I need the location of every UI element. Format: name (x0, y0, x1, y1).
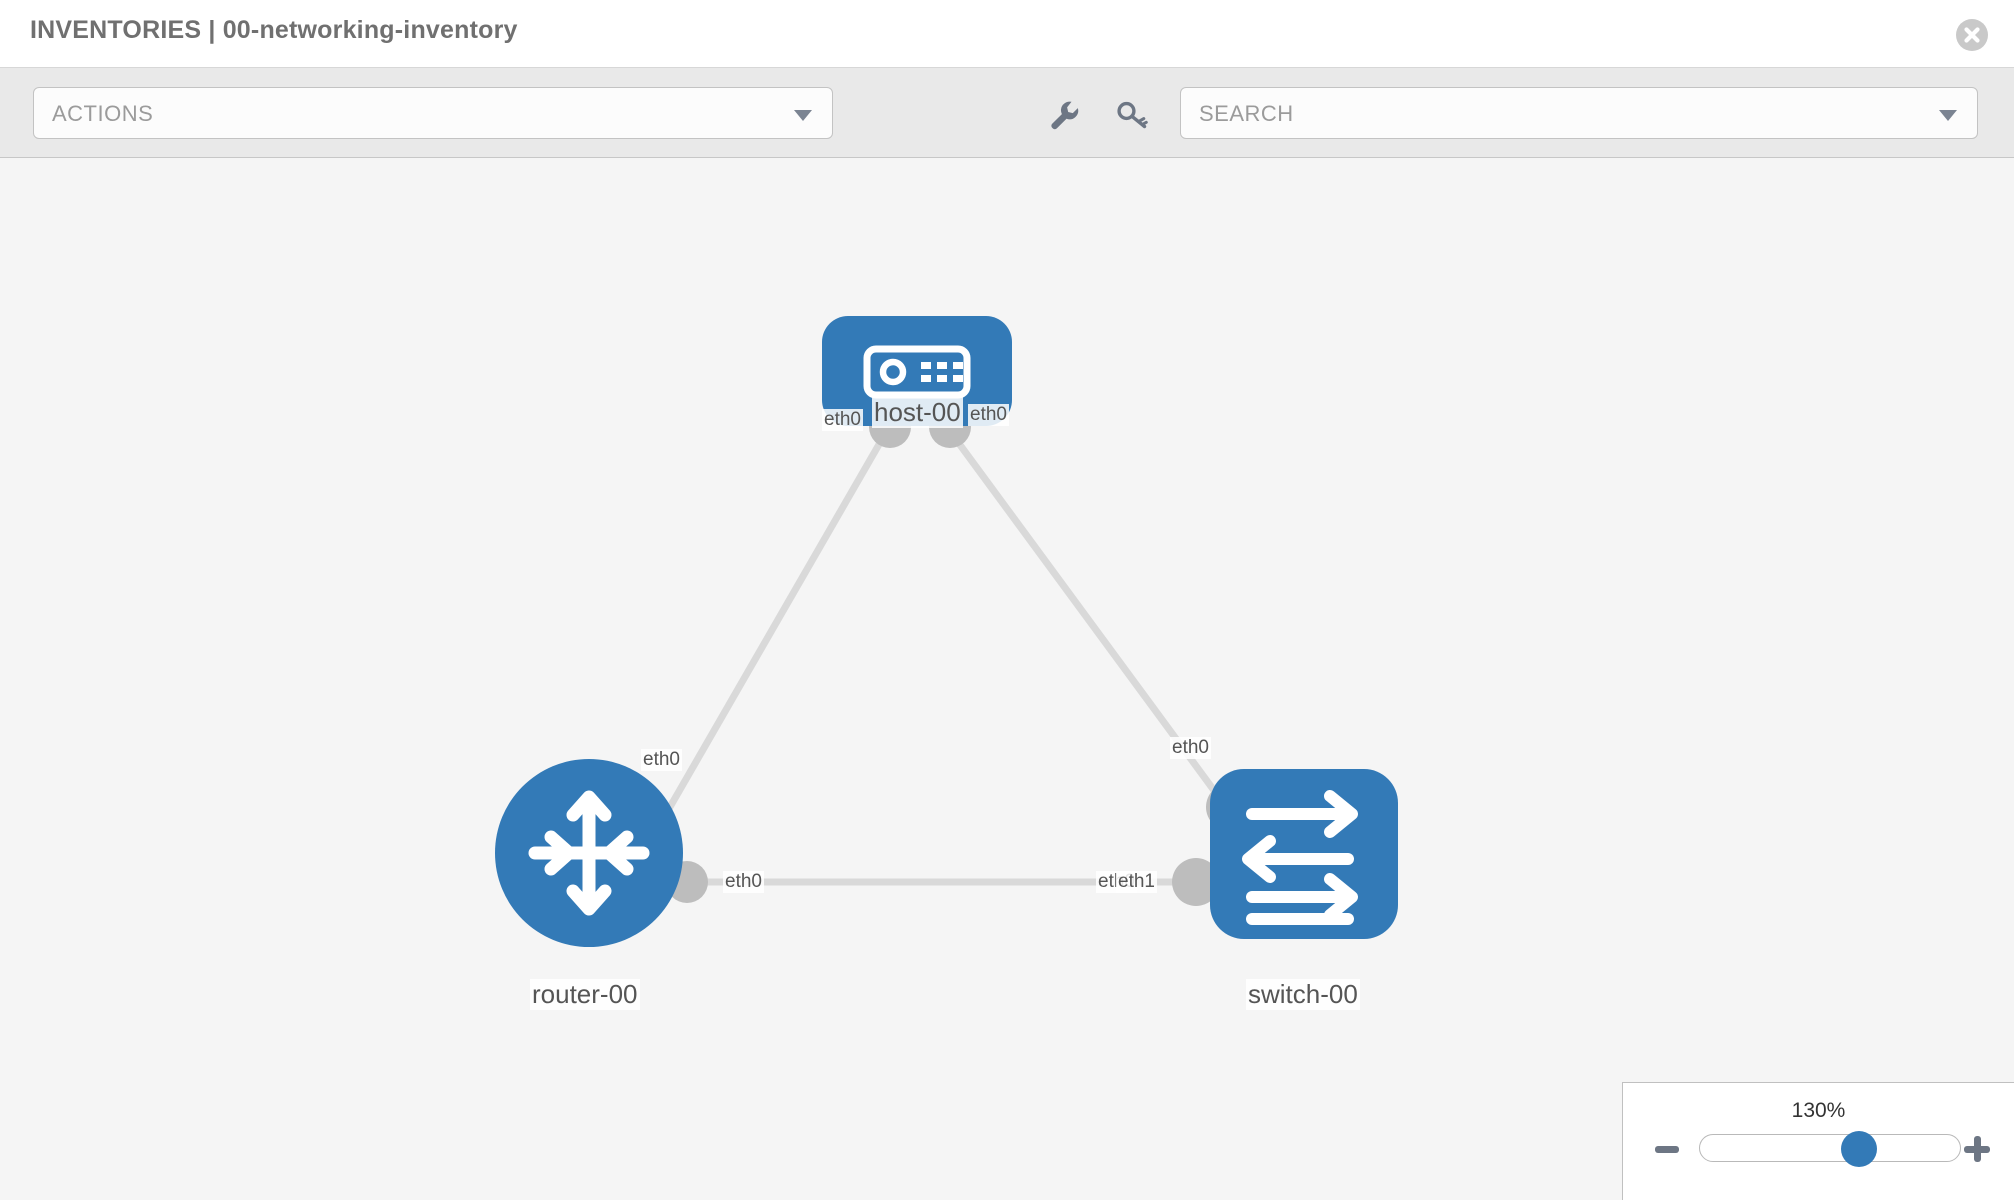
node-host-00 (822, 316, 1012, 426)
chevron-down-icon (794, 110, 812, 121)
zoom-slider[interactable] (1699, 1131, 1961, 1167)
link-host00-switch00 (949, 431, 1238, 822)
zoom-control-panel: 130% (1622, 1082, 2014, 1200)
interface-label-switch00-uplink: eth0 (1170, 737, 1211, 759)
wrench-icon[interactable] (1047, 98, 1081, 132)
link-host00-router00 (636, 432, 889, 861)
search-placeholder: SEARCH (1199, 101, 1294, 126)
node-router-00 (495, 759, 683, 947)
chevron-down-icon[interactable] (1939, 110, 1957, 121)
node-label-host-00: host-00 (872, 397, 963, 428)
page-title: INVENTORIES | 00-networking-inventory (30, 16, 518, 44)
key-icon[interactable] (1115, 98, 1149, 132)
minus-icon[interactable] (1655, 1146, 1679, 1153)
actions-dropdown[interactable]: ACTIONS (33, 87, 833, 139)
interface-label-switch00-eth1: eth1 (1116, 871, 1157, 893)
plus-icon[interactable] (1964, 1136, 1990, 1162)
interface-label-host00-left: eth0 (822, 409, 863, 431)
topology-canvas[interactable]: host-00 router-00 switch-00 eth0 eth0 et… (0, 159, 2014, 1200)
topology-graph (495, 316, 1398, 947)
close-icon[interactable] (1956, 19, 1988, 51)
search-input[interactable]: SEARCH (1180, 87, 1978, 139)
node-label-switch-00: switch-00 (1246, 979, 1360, 1010)
interface-label-host00-right: eth0 (968, 404, 1009, 426)
actions-dropdown-label: ACTIONS (52, 101, 154, 126)
interface-label-router00-uplink: eth0 (641, 749, 682, 771)
zoom-slider-handle[interactable] (1841, 1131, 1878, 1167)
connector-switch00-left (1172, 858, 1220, 906)
toolbar: ACTIONS SEARCH (0, 68, 2014, 158)
page-header: INVENTORIES | 00-networking-inventory (0, 0, 2014, 68)
zoom-percent-label: 130% (1791, 1099, 1846, 1122)
node-label-router-00: router-00 (530, 979, 640, 1010)
topology-links (636, 431, 1238, 886)
interface-label-router00-eth0: eth0 (723, 871, 764, 893)
node-switch-00 (1210, 769, 1398, 939)
